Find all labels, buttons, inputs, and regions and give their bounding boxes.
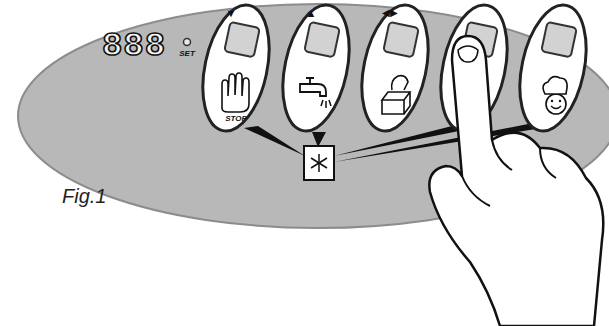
button-key — [304, 22, 340, 58]
link-wedge — [312, 132, 326, 147]
button-oval — [192, 0, 279, 137]
set-led — [184, 39, 191, 46]
left-right-arrow-symbol: ◀▶ — [382, 8, 398, 18]
snowflake-symbol — [311, 154, 327, 172]
up-arrow-symbol: ▲ — [306, 8, 317, 19]
button-key — [224, 22, 260, 58]
knuckle-line — [462, 140, 556, 206]
water-drops — [321, 100, 331, 108]
wash-hand-icon — [392, 76, 408, 90]
button-oval — [509, 0, 596, 137]
down-arrow-symbol: ▼ — [226, 8, 237, 19]
figure-caption: Fig.1 — [62, 186, 106, 206]
button — [509, 0, 596, 137]
wash-box-icon — [382, 92, 410, 114]
snowflake-box — [304, 146, 334, 180]
set-label: SET — [179, 50, 195, 58]
stop-label: STOP — [225, 115, 247, 123]
button-oval — [272, 0, 359, 137]
seven-segment-display: 888 — [96, 28, 172, 64]
pressing-hand — [429, 36, 603, 326]
button — [351, 0, 438, 137]
faucet-icon — [300, 78, 326, 96]
chef-eye — [551, 100, 553, 102]
link-wedge — [244, 126, 305, 156]
button — [192, 0, 279, 137]
chef-smile — [551, 106, 561, 109]
button-oval — [351, 0, 438, 137]
stop-hand-icon — [222, 73, 249, 112]
chef-hat-icon — [543, 77, 567, 94]
chef-face-icon — [546, 94, 566, 114]
button-key — [383, 22, 419, 58]
display-digits: 888 — [102, 29, 166, 63]
fingernail — [458, 46, 478, 62]
button — [272, 0, 359, 137]
button-key — [541, 22, 577, 58]
chef-eye — [559, 100, 561, 102]
